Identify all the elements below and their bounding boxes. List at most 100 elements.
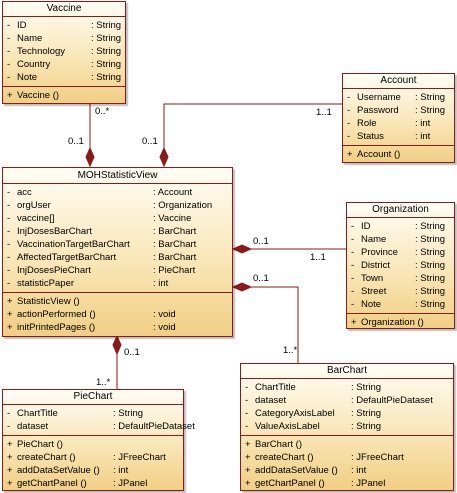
attribute-name: Name	[361, 234, 387, 245]
attributes-section: -ChartTitle: String-dataset: DefaultPieD…	[3, 405, 195, 436]
methods-section: +StatisticView ()+actionPerformed (): vo…	[3, 293, 232, 336]
method-row: +addDataSetValue (): int	[3, 464, 183, 477]
multiplicity-pie-moh: 0..1	[124, 347, 140, 358]
method-name: initPrintedPages ()	[17, 322, 96, 333]
method-name: actionPerformed ()	[17, 309, 96, 320]
multiplicity-barchart: 1..*	[283, 345, 298, 356]
multiplicity-piechart: 1..*	[96, 377, 111, 388]
method-name: StatisticView ()	[17, 296, 80, 307]
visibility-marker: +	[7, 90, 13, 101]
method-name: BarChart ()	[255, 439, 302, 450]
visibility-marker: -	[7, 408, 11, 419]
attribute-row: -acc: Account	[3, 186, 232, 199]
attribute-type: : String	[91, 72, 122, 83]
attribute-name: Password	[357, 105, 399, 116]
attribute-name: District	[361, 260, 391, 271]
visibility-marker: +	[7, 478, 13, 489]
attribute-type: : String	[91, 20, 122, 31]
multiplicity-vaccine-moh: 0..1	[68, 136, 84, 147]
attribute-row: -Note : String	[347, 298, 454, 311]
attribute-row: -Technology: String	[3, 45, 125, 58]
method-type: : int	[351, 465, 367, 476]
class-piechart[interactable]: PieChart -ChartTitle: String-dataset: De…	[2, 389, 195, 492]
attribute-type: : String	[415, 221, 446, 232]
class-title: Account	[343, 74, 454, 89]
visibility-marker: -	[7, 265, 11, 276]
visibility-marker: -	[7, 252, 11, 263]
attribute-type: : Organization	[153, 200, 213, 211]
class-vaccine[interactable]: Vaccine -ID: String-Name: String-Technol…	[2, 1, 126, 104]
class-barchart[interactable]: BarChart -ChartTitle: String-dataset: De…	[240, 363, 454, 491]
attribute-row: -Role: int	[343, 117, 454, 130]
attributes-section: -acc: Account-orgUser: Organization-vacc…	[3, 184, 232, 293]
visibility-marker: -	[7, 278, 11, 289]
multiplicity-organization: 1..1	[310, 252, 326, 263]
attribute-type: : String	[415, 247, 446, 258]
methods-section: +Account ()	[343, 146, 454, 163]
class-account[interactable]: Account -Username: String-Password: Stri…	[342, 73, 455, 163]
attribute-type: : String	[415, 234, 446, 245]
multiplicity-org-moh: 0..1	[253, 236, 269, 247]
visibility-marker: -	[7, 200, 11, 211]
attribute-type: : String	[415, 273, 446, 284]
attribute-row: -InjDosesBarChart: BarChart	[3, 225, 232, 238]
multiplicity-account: 1..1	[316, 107, 332, 118]
visibility-marker: -	[351, 299, 355, 310]
method-row: +getChartPanel (): JPanel	[3, 477, 183, 490]
attribute-name: dataset	[17, 421, 49, 432]
method-type: : JPanel	[113, 478, 148, 489]
method-name: PieChart ()	[17, 439, 63, 450]
attribute-name: ValueAxisLabel	[255, 421, 320, 432]
method-name: Vaccine ()	[17, 90, 60, 101]
method-name: Account ()	[357, 149, 401, 160]
visibility-marker: -	[351, 286, 355, 297]
visibility-marker: -	[7, 226, 11, 237]
attribute-type: : BarChart	[153, 239, 197, 250]
visibility-marker: -	[7, 421, 11, 432]
attribute-row: -Country: String	[3, 58, 125, 71]
attribute-type: : int	[415, 118, 431, 129]
attribute-type: : String	[91, 33, 122, 44]
method-name: getChartPanel ()	[255, 478, 325, 489]
methods-section: +BarChart ()+createChart (): JFreeChart+…	[241, 436, 453, 492]
attribute-name: ID	[361, 221, 371, 232]
visibility-marker: +	[7, 465, 13, 476]
visibility-marker: -	[7, 20, 11, 31]
visibility-marker: -	[351, 260, 355, 271]
attribute-name: Username	[357, 92, 401, 103]
method-row: +actionPerformed (): void	[3, 308, 232, 321]
method-row: +BarChart ()	[241, 438, 453, 451]
visibility-marker: -	[245, 421, 249, 432]
attribute-type: : DefaultPieDataset	[113, 421, 195, 432]
attribute-row: -ID: String	[347, 220, 454, 233]
class-moh-statistic-view[interactable]: MOHStatisticView -acc: Account-orgUser: …	[2, 167, 233, 337]
visibility-marker: -	[245, 408, 249, 419]
method-type: : void	[153, 322, 176, 333]
attribute-type: : String	[113, 408, 144, 419]
multiplicity-account-moh: 0..1	[142, 136, 158, 147]
attribute-name: orgUser	[17, 200, 51, 211]
attribute-type: : String	[415, 299, 446, 310]
attribute-row: -ID: String	[3, 19, 125, 32]
attribute-row: -ChartTitle: String	[241, 381, 453, 394]
attribute-type: : int	[153, 278, 169, 289]
method-type: : int	[113, 465, 129, 476]
visibility-marker: -	[245, 382, 249, 393]
attribute-name: Note	[17, 72, 38, 83]
attributes-section: -ChartTitle: String-dataset: DefaultPieD…	[241, 379, 453, 436]
attribute-name: ChartTitle	[255, 382, 296, 393]
visibility-marker: -	[7, 239, 11, 250]
method-row: +createChart (): JFreeChart	[241, 451, 453, 464]
visibility-marker: -	[7, 213, 11, 224]
attribute-name: Note	[361, 299, 382, 310]
visibility-marker: -	[351, 247, 355, 258]
attribute-name: InjDosesPieChart	[17, 265, 91, 276]
attribute-row: -ValueAxisLabel: String	[241, 420, 453, 433]
attribute-row: -dataset : DefaultPieDataset	[3, 420, 195, 433]
class-organization[interactable]: Organization -ID: String-Name: String-Pr…	[346, 202, 455, 329]
method-row: +Account ()	[343, 148, 454, 161]
methods-section: +PieChart ()+createChart (): JFreeChart+…	[3, 436, 183, 492]
attribute-row: -Province: String	[347, 246, 454, 259]
attribute-type: : Account	[153, 187, 193, 198]
